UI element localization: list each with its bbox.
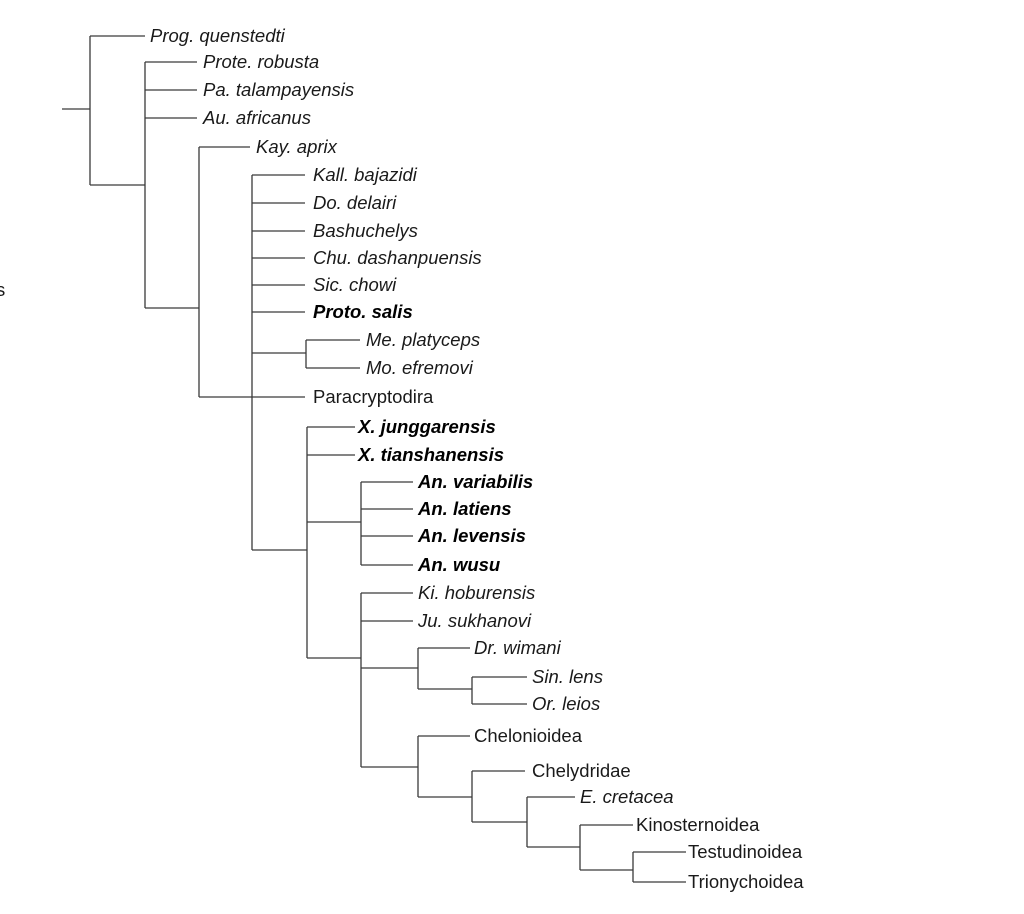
taxon-label: X. tianshanensis [357, 444, 504, 465]
taxon-label: Dr. wimani [474, 637, 562, 658]
edge-text-fragment: s [0, 279, 5, 300]
taxon-label: Prog. quenstedti [150, 25, 286, 46]
taxon-label: Mo. efremovi [366, 357, 474, 378]
taxon-label: Ki. hoburensis [418, 582, 535, 603]
taxon-label: Prote. robusta [203, 51, 319, 72]
taxon-label: Bashuchelys [313, 220, 418, 241]
taxon-label: Proto. salis [313, 301, 413, 322]
taxon-label: Chu. dashanpuensis [313, 247, 482, 268]
taxon-label: Trionychoidea [688, 871, 804, 892]
taxon-label: Do. delairi [313, 192, 397, 213]
taxon-label: An. levensis [417, 525, 526, 546]
taxon-label: Testudinoidea [688, 841, 803, 862]
taxon-label: Kinosternoidea [636, 814, 760, 835]
taxon-label: Au. africanus [202, 107, 311, 128]
taxon-label: Kall. bajazidi [313, 164, 418, 185]
taxon-label: Chelydridae [532, 760, 631, 781]
branches [62, 35, 686, 883]
taxon-label: Paracryptodira [313, 386, 434, 407]
taxon-label: Or. leios [532, 693, 600, 714]
taxon-label: Kay. aprix [256, 136, 338, 157]
taxon-label: Me. platyceps [366, 329, 480, 350]
taxon-label: An. variabilis [417, 471, 533, 492]
taxon-label: Pa. talampayensis [203, 79, 354, 100]
taxon-label: Sin. lens [532, 666, 603, 687]
taxon-label: E. cretacea [580, 786, 674, 807]
taxon-label: An. latiens [417, 498, 512, 519]
taxon-label: X. junggarensis [357, 416, 496, 437]
taxon-label: Chelonioidea [474, 725, 583, 746]
taxon-label: Ju. sukhanovi [417, 610, 532, 631]
taxon-label: Sic. chowi [313, 274, 397, 295]
taxon-label: An. wusu [417, 554, 500, 575]
